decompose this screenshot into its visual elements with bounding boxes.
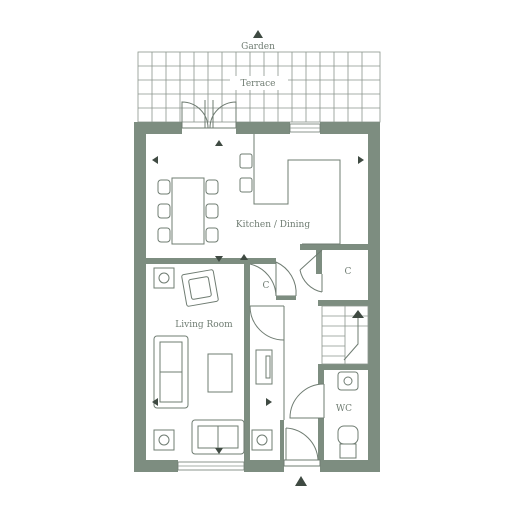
kitchen-units: [239, 134, 341, 245]
living-room-label: Living Room: [175, 320, 233, 330]
cupboard-left-door: [249, 261, 297, 300]
cupboard-left-label: C: [263, 281, 270, 291]
cupboard-right-door: [299, 249, 323, 293]
terrace-label: Terrace: [241, 79, 276, 89]
entrance-direction-marker: [295, 476, 307, 486]
garden-direction-marker: [253, 30, 263, 38]
wc-door: [289, 383, 325, 419]
front-door: [283, 427, 321, 467]
dimension-markers: [152, 140, 364, 454]
dining-table: [157, 177, 219, 245]
cupboard-right-label: C: [345, 267, 352, 277]
wc-label: WC: [336, 404, 352, 414]
interior-walls: [146, 244, 368, 460]
garden-label: Garden: [241, 42, 275, 52]
terrace-french-doors: [181, 100, 237, 129]
living-room-furniture: [153, 267, 273, 455]
wc-fixtures: [337, 371, 359, 459]
kitchen-dining-label: Kitchen / Dining: [236, 220, 310, 230]
staircase: [321, 305, 369, 365]
living-room-door: [249, 305, 285, 341]
exterior-walls: [134, 122, 380, 472]
